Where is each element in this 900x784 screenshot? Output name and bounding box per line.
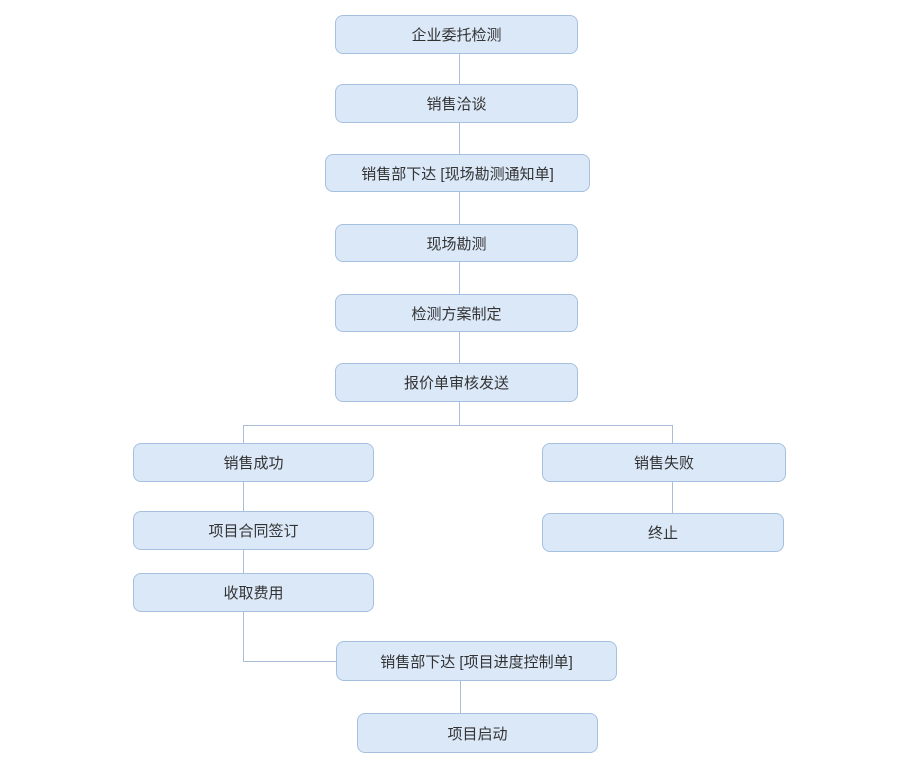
node-site-survey: 现场勘测: [335, 224, 578, 262]
node-enterprise-entrust: 企业委托检测: [335, 15, 578, 54]
node-terminate: 终止: [542, 513, 784, 552]
connector-entrust-negotiation: [459, 54, 460, 84]
connector-contract-fees: [243, 550, 244, 573]
node-sales-success: 销售成功: [133, 443, 374, 482]
connector-negotiation-notice: [459, 123, 460, 154]
node-progress-control: 销售部下达 [项目进度控制单]: [336, 641, 617, 681]
connector-success-contract: [243, 482, 244, 511]
node-survey-notice: 销售部下达 [现场勘测通知单]: [325, 154, 590, 192]
node-collect-fees: 收取费用: [133, 573, 374, 612]
connector-survey-plan: [459, 262, 460, 294]
connector-failure-terminate: [672, 482, 673, 513]
connector-branch-left-drop: [243, 425, 244, 443]
connector-progress-start: [460, 681, 461, 713]
node-sales-negotiation: 销售洽谈: [335, 84, 578, 123]
node-test-plan: 检测方案制定: [335, 294, 578, 332]
connector-branch-horizontal: [243, 425, 673, 426]
connector-quotation-branch-stem: [459, 402, 460, 425]
node-contract-signing: 项目合同签订: [133, 511, 374, 550]
node-quotation-review: 报价单审核发送: [335, 363, 578, 402]
connector-fees-to-progress: [243, 661, 336, 662]
connector-branch-right-drop: [672, 425, 673, 443]
connector-notice-survey: [459, 192, 460, 224]
node-project-start: 项目启动: [357, 713, 598, 753]
node-sales-failure: 销售失败: [542, 443, 786, 482]
connector-plan-quotation: [459, 332, 460, 363]
connector-fees-down: [243, 612, 244, 661]
